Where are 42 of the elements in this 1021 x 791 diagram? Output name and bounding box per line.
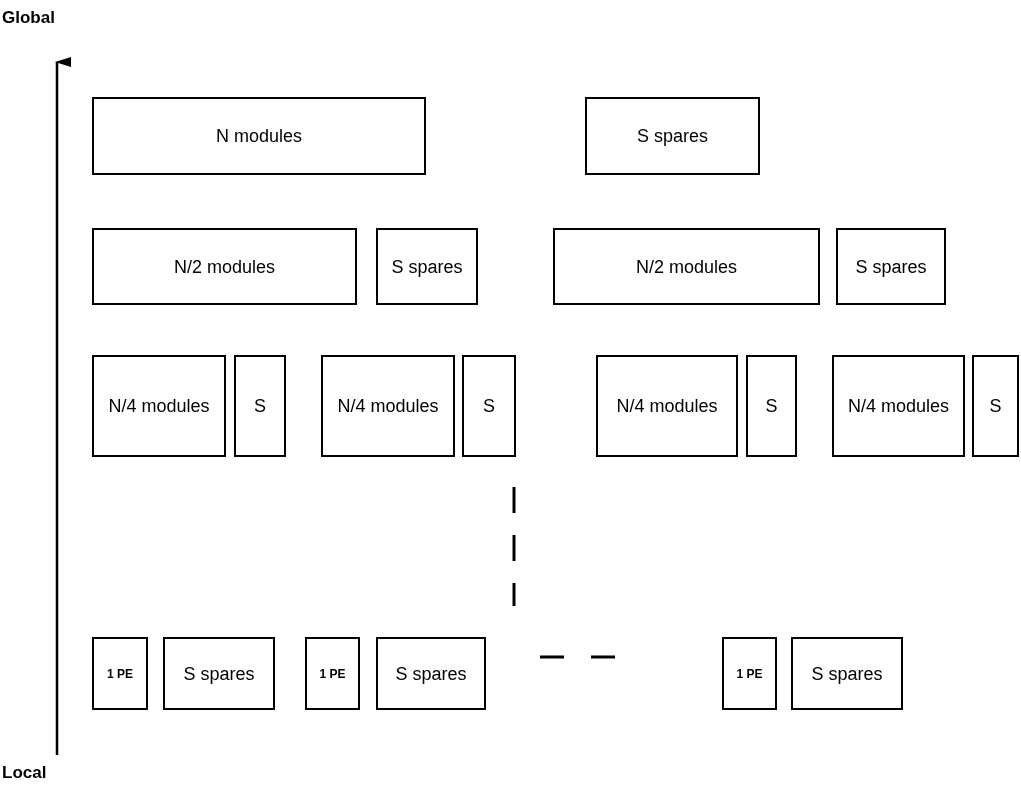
box-label: S spares [811,662,883,685]
axis-label: Global [2,8,55,28]
box-label: N modules [215,125,302,147]
box-label: S spares [183,662,255,685]
spare-box [376,637,486,710]
spare-box [462,355,516,457]
spare-box [746,355,797,457]
box-label: S [765,395,778,417]
module-box [92,228,357,305]
spare-box [791,637,903,710]
module-box [92,355,226,457]
box-label: 1 PE [319,665,346,683]
box-label: N/2 modules [635,255,738,278]
spare-box [163,637,275,710]
box-label: N/4 modules [847,395,950,417]
pe-box [92,637,148,710]
box-label: S spares [395,662,467,685]
module-box [321,355,455,457]
box-label: 1 PE [107,665,133,683]
spare-box [972,355,1019,457]
box-label: S [254,395,266,417]
module-box [92,97,426,175]
spare-box [836,228,946,305]
box-label: N/4 modules [108,395,210,417]
pe-box [722,637,777,710]
module-box [553,228,820,305]
spare-box [585,97,760,175]
box-label: S spares [636,125,708,147]
box-label: S [483,395,495,417]
box-label: N/2 modules [173,255,276,278]
box-label: S spares [855,255,927,278]
spare-box [376,228,478,305]
box-label: S spares [391,255,463,278]
box-label: 1 PE [736,665,763,683]
pe-box [305,637,360,710]
axis-label: Local [2,763,47,783]
module-box [596,355,738,457]
box-label: N/4 modules [616,395,718,417]
box-label: N/4 modules [337,395,439,417]
spare-box [234,355,286,457]
module-box [832,355,965,457]
box-label: S [989,395,1002,417]
